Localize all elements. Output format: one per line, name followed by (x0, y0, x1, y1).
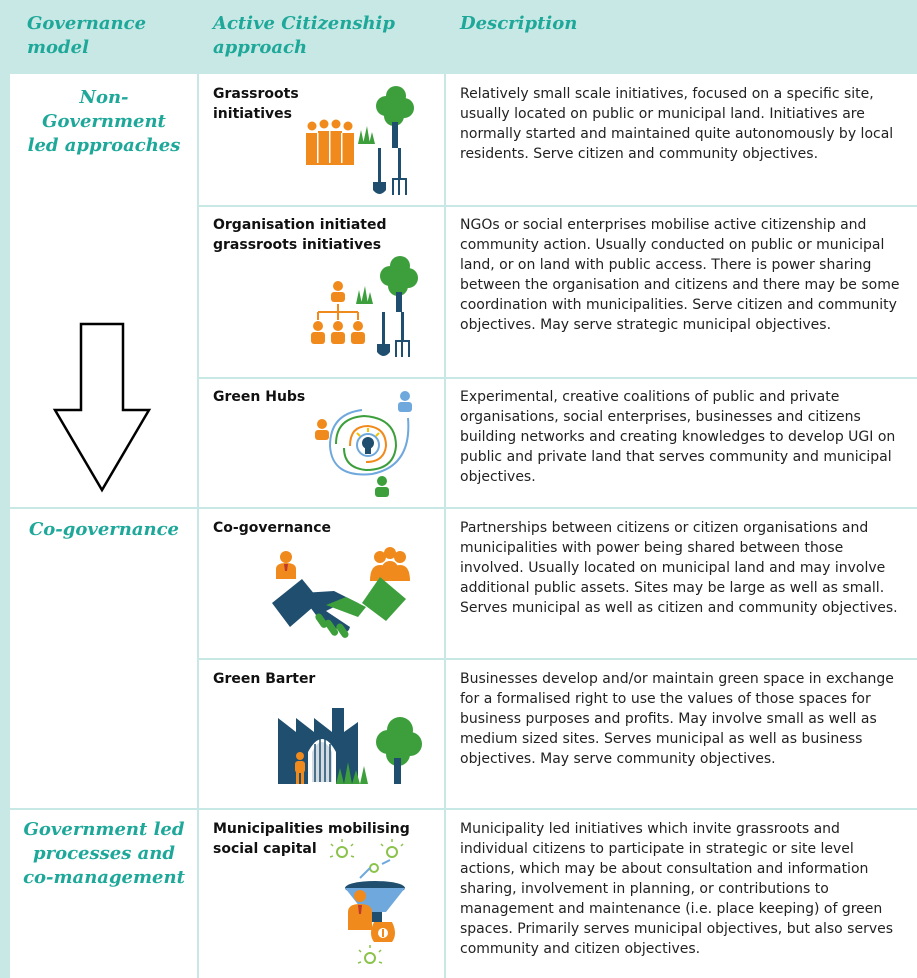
grassroots-people-tree-tools-icon (306, 86, 414, 195)
description-municipalities-mobilising: Municipality led initiatives which invit… (460, 821, 894, 957)
approach-organisation-initiated: Organisation initiated grassroots initia… (213, 217, 387, 253)
approach-co-governance: Co-governance (213, 520, 332, 536)
row-divider (199, 205, 917, 207)
row-divider (199, 377, 917, 379)
description-co-governance: Partnerships between citizens or citizen… (460, 520, 898, 616)
governance-non-government: Non- Government led approaches (27, 87, 181, 156)
header-governance-model: Governance model (27, 13, 147, 58)
down-arrow-icon (52, 322, 152, 493)
factory-tree-icon (278, 708, 422, 784)
table-header (10, 10, 917, 74)
description-organisation-initiated: NGOs or social enterprises mobilise acti… (460, 217, 900, 333)
description-grassroots: Relatively small scale initiatives, focu… (460, 86, 894, 162)
approach-green-barter: Green Barter (213, 671, 316, 687)
governance-government-led: Government led processes and co-manageme… (23, 819, 185, 888)
approach-green-hubs: Green Hubs (213, 389, 306, 405)
header-description: Description (460, 13, 578, 34)
description-green-barter: Businesses develop and/or maintain green… (460, 671, 894, 767)
row-divider (10, 808, 917, 810)
handshake-icon (272, 547, 410, 638)
header-active-citizenship: Active Citizenship approach (213, 13, 395, 58)
row-divider (199, 658, 917, 660)
governance-co-governance: Co-governance (28, 519, 180, 540)
funnel-ideas-money-icon (330, 839, 405, 964)
row-divider (10, 507, 917, 509)
approach-municipalities-mobilising: Municipalities mobilising social capital (213, 821, 410, 857)
approach-grassroots: Grassroots initiatives (213, 86, 299, 122)
column-divider (444, 10, 446, 978)
organisation-hierarchy-tree-icon (311, 256, 418, 357)
column-divider (197, 10, 199, 978)
spiral-network-lightbulb-icon (315, 391, 412, 497)
description-green-hubs: Experimental, creative coalitions of pub… (460, 389, 896, 485)
